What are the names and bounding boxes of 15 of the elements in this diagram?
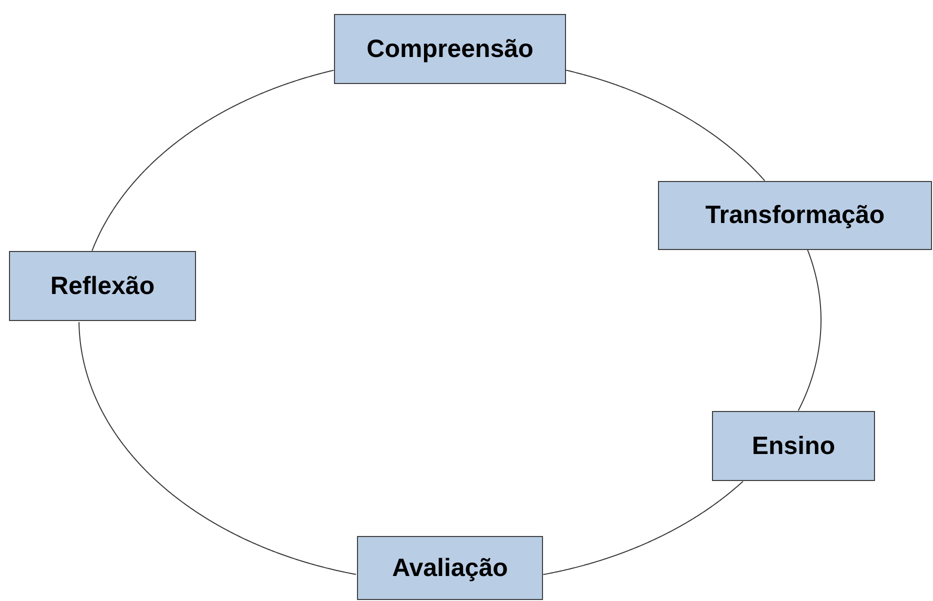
connector-arc	[798, 250, 822, 412]
connector-arc	[92, 70, 334, 252]
box-label: Ensino	[752, 432, 836, 460]
connector-arc	[566, 70, 766, 182]
connector-arc	[542, 480, 744, 576]
process-box	[357, 536, 543, 600]
connector-arc	[78, 322, 356, 575]
box-label: Transformação	[705, 201, 885, 230]
process-box	[658, 181, 932, 250]
process-box	[712, 411, 875, 481]
box-label: Compreensão	[366, 34, 534, 64]
box-label: Avaliação	[392, 554, 508, 582]
process-box	[334, 14, 566, 84]
process-box	[9, 251, 196, 321]
box-label: Reflexão	[50, 272, 155, 300]
